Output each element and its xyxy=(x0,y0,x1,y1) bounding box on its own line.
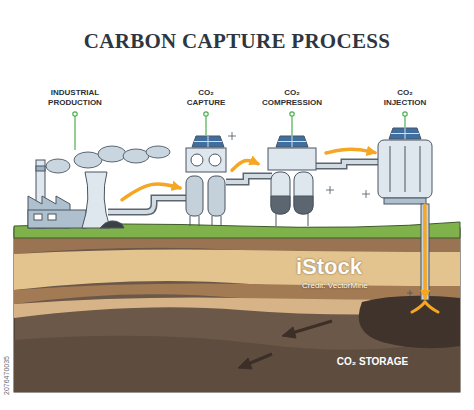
leader-line xyxy=(204,112,208,116)
injection-spray xyxy=(425,302,438,312)
leader-line xyxy=(404,116,405,127)
ground-section xyxy=(14,222,460,392)
flow-arrow-underground xyxy=(292,321,332,333)
compression-unit xyxy=(294,196,313,214)
leader-line xyxy=(290,112,294,116)
leader-line xyxy=(73,112,407,150)
pipe xyxy=(108,162,380,212)
factory xyxy=(28,160,124,228)
co2-flow-arrow xyxy=(232,160,258,170)
capture-unit xyxy=(186,176,203,216)
injection-pipe xyxy=(421,204,429,300)
capture-unit xyxy=(186,136,226,226)
factory xyxy=(82,172,110,228)
compression-unit xyxy=(276,136,308,147)
flow-arrow-underground xyxy=(248,354,272,364)
pipe xyxy=(108,198,188,212)
leader-line xyxy=(74,116,75,150)
stock-id: 2076470035 xyxy=(3,354,10,398)
co2-flow-arrow xyxy=(122,184,180,200)
injection-unit-box: CO₂ INJECTION xyxy=(375,86,435,205)
factory xyxy=(28,210,86,228)
co2-flow-arrow xyxy=(423,205,427,298)
factory xyxy=(100,221,124,228)
diagram-title: CARBON CAPTURE PROCESS xyxy=(0,29,474,54)
compression-unit xyxy=(268,136,316,226)
injection-unit xyxy=(389,128,421,139)
capture-unit xyxy=(186,148,226,172)
injection-pipe xyxy=(421,204,429,300)
sparkle xyxy=(362,190,370,198)
smoke-cloud xyxy=(146,146,170,158)
pipe xyxy=(314,162,380,166)
injection-unit xyxy=(378,128,432,204)
stage-label: CO₂ COMPRESSION xyxy=(262,88,322,107)
capture-unit xyxy=(199,216,200,226)
storage-label: CO₂ STORAGE xyxy=(337,356,409,368)
flow-arrow-underground xyxy=(238,321,332,369)
ground-section xyxy=(14,228,460,392)
capture-unit xyxy=(221,216,222,226)
stage-label: INDUSTRIAL PRODUCTION xyxy=(48,88,102,107)
compression-unit xyxy=(276,214,277,226)
watermark: iStock xyxy=(296,254,362,280)
capture-unit xyxy=(190,216,191,226)
leader-line xyxy=(205,116,206,135)
smoke-cloud xyxy=(46,146,170,173)
sparkle xyxy=(228,132,413,296)
injection-unit xyxy=(405,146,406,192)
factory xyxy=(34,214,42,220)
capture-unit xyxy=(194,141,222,142)
injection-unit xyxy=(391,133,419,134)
leader-line xyxy=(291,116,292,135)
pipe xyxy=(314,162,380,166)
industrial-plant: INDUSTRIAL PRODUCTION xyxy=(28,86,122,232)
capture-unit xyxy=(212,216,213,226)
sparkle xyxy=(228,132,236,140)
capture-unit xyxy=(208,176,225,216)
stage-label: CO₂ CAPTURE xyxy=(187,88,226,107)
storage-reservoir: CO₂ STORAGE xyxy=(305,298,440,372)
flow-arrow-underground xyxy=(282,327,296,338)
injection-unit xyxy=(390,146,391,192)
compression-unit xyxy=(271,196,290,214)
sparkle xyxy=(326,186,334,194)
capture-unit xyxy=(191,154,203,166)
compression-unit xyxy=(268,148,316,170)
compression-unit xyxy=(308,214,309,226)
compression-unit xyxy=(271,172,290,214)
leader-line xyxy=(403,112,407,116)
co2-flow-arrow xyxy=(326,149,375,153)
sparkle xyxy=(407,290,413,296)
injection-spray xyxy=(412,302,438,312)
flow-arrow-underground xyxy=(238,358,252,369)
smoke-cloud xyxy=(46,159,70,173)
injection-unit xyxy=(420,146,421,192)
smoke-cloud xyxy=(98,146,126,162)
compression-unit xyxy=(278,141,306,142)
leader-line xyxy=(73,112,77,116)
compression-unit xyxy=(294,172,313,214)
smoke-cloud xyxy=(123,149,149,163)
factory xyxy=(36,166,45,171)
stage-label: CO₂ INJECTION xyxy=(384,88,427,107)
compression-unit-box: CO₂ COMPRESSION xyxy=(258,86,326,220)
watermark-credit: Credit: VectorMine xyxy=(302,281,368,290)
factory xyxy=(48,214,56,220)
reservoir xyxy=(359,296,460,349)
injection-unit xyxy=(378,140,432,198)
reservoir xyxy=(359,296,460,349)
capture-unit xyxy=(209,154,221,166)
pipe xyxy=(108,198,188,212)
pipe xyxy=(226,176,272,182)
injection-unit xyxy=(384,198,426,204)
capture-unit-box: CO₂ CAPTURE xyxy=(180,86,232,222)
pipe xyxy=(226,176,272,182)
injection-spray xyxy=(412,302,425,312)
capture-unit xyxy=(192,136,224,147)
